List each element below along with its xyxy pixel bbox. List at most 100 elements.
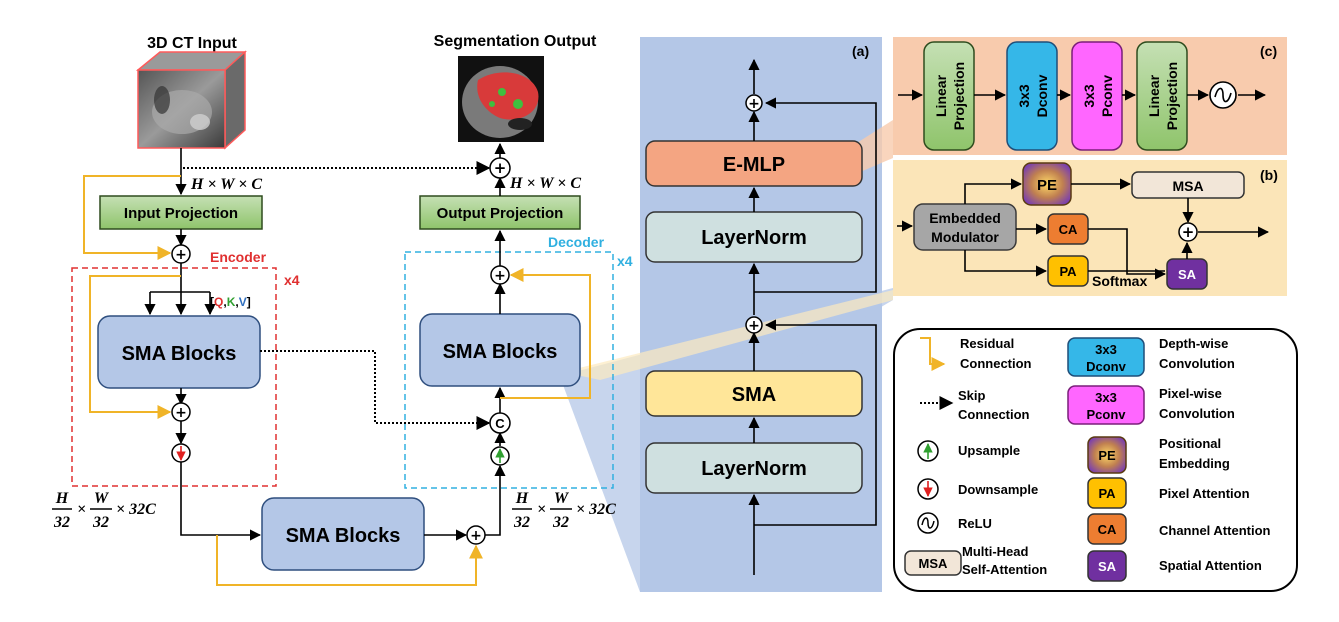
frac-w-num-right: W: [554, 490, 570, 507]
input-projection-box: [99, 195, 263, 230]
ct-volume-image: [135, 50, 247, 150]
legend-residual-b: Connection: [960, 356, 1032, 371]
times-right: ×: [537, 501, 546, 518]
encoder-sma-label: SMA Blocks: [122, 343, 237, 365]
decoder-label: Decoder: [548, 234, 605, 250]
input-sum-node: [171, 244, 191, 264]
frac-h-num-left: H: [55, 490, 69, 507]
legend-ca-box-label: CA: [1098, 522, 1117, 537]
legend-pconv-desc-b: Convolution: [1159, 406, 1235, 421]
pa-label: PA: [1059, 264, 1077, 279]
legend-residual-a: Residual: [960, 336, 1014, 351]
legend-ca-box: [1087, 513, 1127, 545]
emlp-label: E-MLP: [723, 154, 785, 176]
tail-right: × 32C: [576, 501, 616, 518]
dim-label-bottleneck-right: H 32 × W 32 × 32C: [512, 490, 616, 531]
legend-upsample-label: Upsample: [958, 443, 1020, 458]
legend-dconv-box-a: 3x3: [1095, 342, 1117, 357]
panel-b-sum-node: [1178, 222, 1198, 242]
panel-a-sum-lower: [745, 316, 763, 334]
embedded-modulator-label-b: Modulator: [931, 229, 999, 245]
legend-pconv-desc-a: Pixel-wise: [1159, 386, 1222, 401]
linear-projection-2-label-b: Projection: [1164, 62, 1180, 130]
times-left: ×: [77, 501, 86, 518]
legend-skip-a: Skip: [958, 388, 986, 403]
decoder-repeat: x4: [617, 253, 633, 269]
legend-msa-box: [904, 550, 962, 576]
panel-a-arrows: [748, 58, 877, 575]
dconv-box: [1006, 41, 1058, 151]
linear-projection-1-label-b: Projection: [951, 62, 967, 130]
frac-w-den-right: 32: [552, 514, 569, 531]
output-title: Segmentation Output: [434, 33, 597, 50]
panel-b-sum-symbol: +: [1182, 223, 1195, 241]
input-title: 3D CT Input: [147, 35, 237, 52]
decoder-region: [404, 251, 614, 489]
layernorm-top-label: LayerNorm: [701, 227, 807, 249]
linear-projection-2-label-a: Linear: [1146, 74, 1162, 117]
legend-residual-line: [920, 337, 946, 371]
linear-projection-2-box: [1136, 41, 1188, 151]
pconv-label-b: Pconv: [1099, 75, 1115, 117]
legend-pa-box-label: PA: [1098, 486, 1116, 501]
panel-a-sum-upper-symbol: +: [748, 96, 760, 112]
decoder-sum-node: [490, 265, 510, 285]
decoder-sum-symbol: +: [494, 268, 506, 284]
output-sum-node: [489, 157, 511, 179]
relu-wave: [1214, 87, 1232, 103]
output-projection-label: Output Projection: [437, 205, 564, 222]
legend-skip-b: Connection: [958, 407, 1030, 422]
main-flow-lines: [144, 142, 506, 541]
panel-b-arrows: [897, 178, 1270, 280]
legend-pe-box: [1087, 436, 1127, 474]
bottleneck-sum-symbol: +: [470, 528, 482, 544]
legend-sa-box-label: SA: [1098, 559, 1117, 574]
frac-h-num-right: H: [515, 490, 529, 507]
linear-projection-1-box: [923, 41, 975, 151]
legend-dconv-box-b: Dconv: [1086, 359, 1127, 374]
pconv-label-a: 3x3: [1081, 84, 1097, 108]
legend-ca-desc: Channel Attention: [1159, 523, 1271, 538]
zoom-projection-sma-light: [563, 290, 893, 380]
legend-relu-wave: [921, 517, 935, 529]
dim-label-bottleneck-left: H 32 × W 32 × 32C: [52, 490, 156, 531]
legend-msa-desc-a: Multi-Head: [962, 544, 1029, 559]
output-sum-symbol: +: [494, 159, 507, 177]
legend-pconv-box-a: 3x3: [1095, 390, 1117, 405]
legend-downsample-label: Downsample: [958, 482, 1038, 497]
encoder-sum-node: [171, 402, 191, 422]
legend-msa-box-label: MSA: [919, 556, 949, 571]
ca-label: CA: [1059, 222, 1078, 237]
panel-a-sum-lower-symbol: +: [748, 318, 760, 334]
bottleneck-sma-blocks: [261, 497, 425, 571]
encoder-repeat: x4: [284, 272, 300, 288]
encoder-sum-symbol: +: [175, 405, 187, 421]
frac-h-den-left: 32: [53, 514, 70, 531]
softmax-label: Softmax: [1092, 273, 1147, 289]
panel-b-tag: (b): [1260, 167, 1278, 183]
bottleneck-sma-label: SMA Blocks: [286, 525, 401, 547]
legend-dconv-desc-a: Depth-wise: [1159, 336, 1228, 351]
legend-pe-desc-b: Embedding: [1159, 456, 1230, 471]
panel-a-sum-upper: [745, 94, 763, 112]
bottleneck-sum-node: [466, 525, 486, 545]
frac-w-num-left: W: [94, 490, 110, 507]
panel-c-tag: (c): [1260, 43, 1277, 59]
panel-a-tag: (a): [852, 43, 869, 59]
dconv-label-a: 3x3: [1016, 84, 1032, 108]
legend-pa-desc: Pixel Attention: [1159, 486, 1250, 501]
legend-pconv-box: [1067, 385, 1145, 425]
legend-dconv-box: [1067, 337, 1145, 377]
input-sum-symbol: +: [175, 247, 187, 263]
decoder-sma-label: SMA Blocks: [443, 341, 558, 363]
concat-node: [489, 412, 511, 434]
dconv-label-b: Dconv: [1034, 74, 1050, 117]
encoder-region: [71, 267, 277, 487]
legend-dconv-desc-b: Convolution: [1159, 356, 1235, 371]
segmentation-image: [458, 56, 544, 142]
layernorm-bottom-label: LayerNorm: [701, 458, 807, 480]
dim-label-input: H × W × C: [190, 176, 262, 193]
legend-sa-desc: Spatial Attention: [1159, 558, 1262, 573]
